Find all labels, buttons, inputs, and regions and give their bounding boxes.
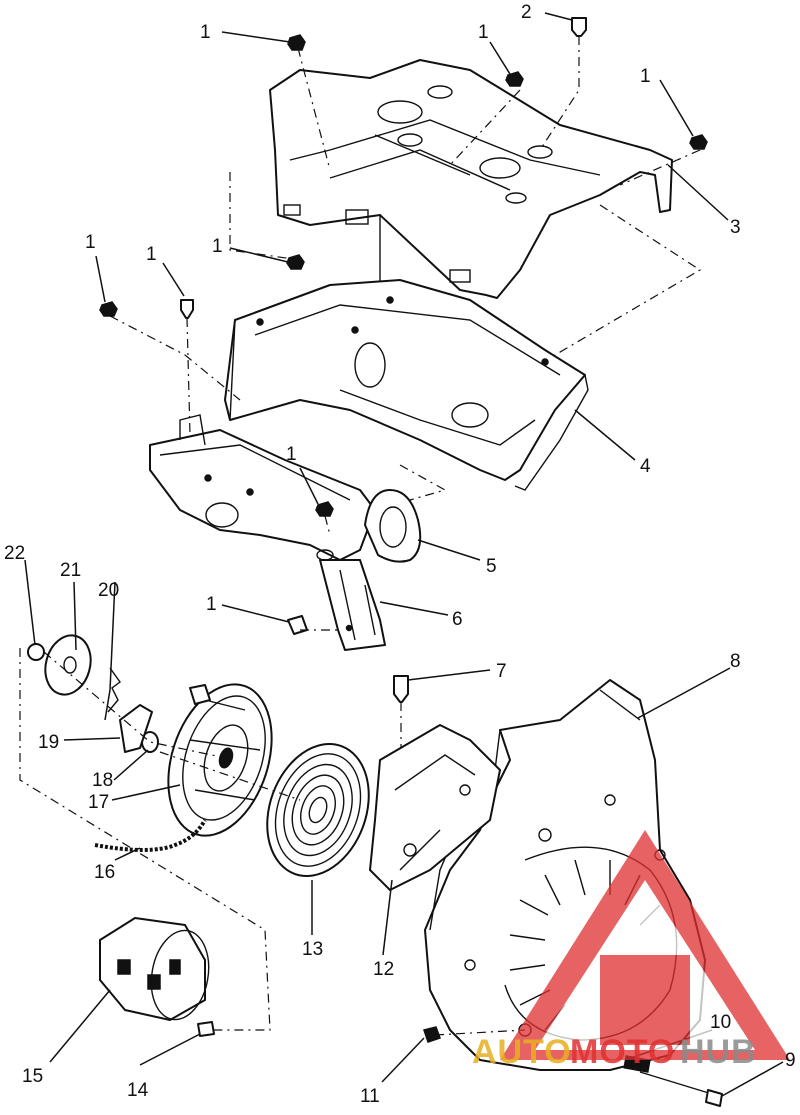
assembly-lines	[19, 47, 702, 1036]
spring-clip-part-20	[107, 667, 121, 713]
ratchet-part-19	[119, 704, 153, 753]
bolt-1c	[689, 134, 708, 150]
label-6: 6	[452, 609, 463, 630]
label-18: 18	[92, 770, 113, 791]
label-1d: 1	[212, 236, 223, 257]
leader-lines	[24, 12, 784, 1097]
rope-part-16	[94, 818, 207, 852]
bolts-group	[99, 17, 708, 780]
watermark-text: AUTO MOTO HUB	[472, 1033, 757, 1071]
bolt-part-11	[423, 1026, 441, 1043]
nut-part-22	[27, 643, 45, 661]
label-10: 10	[710, 1012, 731, 1033]
label-4: 4	[640, 456, 651, 477]
recoil-spring-part-13	[266, 743, 370, 877]
pulley-part-17	[167, 683, 273, 837]
label-1f: 1	[146, 244, 157, 265]
bracket-part-6	[319, 559, 386, 651]
label-7: 7	[496, 661, 507, 682]
label-9: 9	[785, 1050, 796, 1071]
label-11: 11	[360, 1086, 380, 1107]
label-17: 17	[88, 792, 109, 813]
label-19: 19	[38, 732, 59, 753]
bolt-7	[393, 675, 409, 703]
label-14: 14	[127, 1080, 149, 1101]
label-15: 15	[22, 1066, 43, 1087]
bolt-1h	[287, 615, 308, 635]
label-1h: 1	[206, 594, 217, 615]
bolt-1b	[505, 71, 524, 87]
screen-cup-part-15	[99, 917, 210, 1021]
label-1e: 1	[85, 232, 96, 253]
label-8: 8	[730, 651, 741, 672]
label-21: 21	[60, 560, 81, 581]
callout-labels: 1 1 1 1 1 1 1 1 2 3 4 5 6 7 8 9 10 11 12…	[4, 2, 796, 1107]
label-13: 13	[302, 939, 323, 960]
label-16: 16	[94, 862, 115, 883]
starter-plate-part-12	[369, 724, 501, 891]
label-1c: 1	[640, 66, 651, 87]
watermark-moto: MOTO	[570, 1033, 675, 1071]
upper-shroud-part-3	[269, 59, 673, 310]
automotohub-watermark-logo	[500, 830, 790, 1060]
bolt-1a	[287, 34, 306, 51]
label-5: 5	[486, 556, 497, 577]
bolt-shaft-part-9	[639, 1071, 713, 1095]
gasket-part-5	[364, 489, 422, 563]
label-2: 2	[521, 2, 532, 23]
bolt-1d	[286, 254, 305, 270]
bolt-1f	[180, 299, 194, 319]
label-1b: 1	[478, 22, 489, 43]
label-22: 22	[4, 543, 25, 564]
base-pan-part-4	[224, 279, 589, 491]
bolt-2	[571, 17, 587, 37]
bolt-1e	[99, 301, 118, 317]
label-3: 3	[730, 217, 741, 238]
label-1a: 1	[200, 22, 211, 43]
bolt-1g	[315, 501, 334, 517]
bolt-part-14	[197, 1021, 215, 1037]
watermark-auto: AUTO	[472, 1033, 572, 1071]
label-1g: 1	[286, 444, 297, 465]
watermark-hub: HUB	[680, 1033, 757, 1071]
label-12: 12	[373, 959, 394, 980]
label-20: 20	[98, 580, 119, 601]
